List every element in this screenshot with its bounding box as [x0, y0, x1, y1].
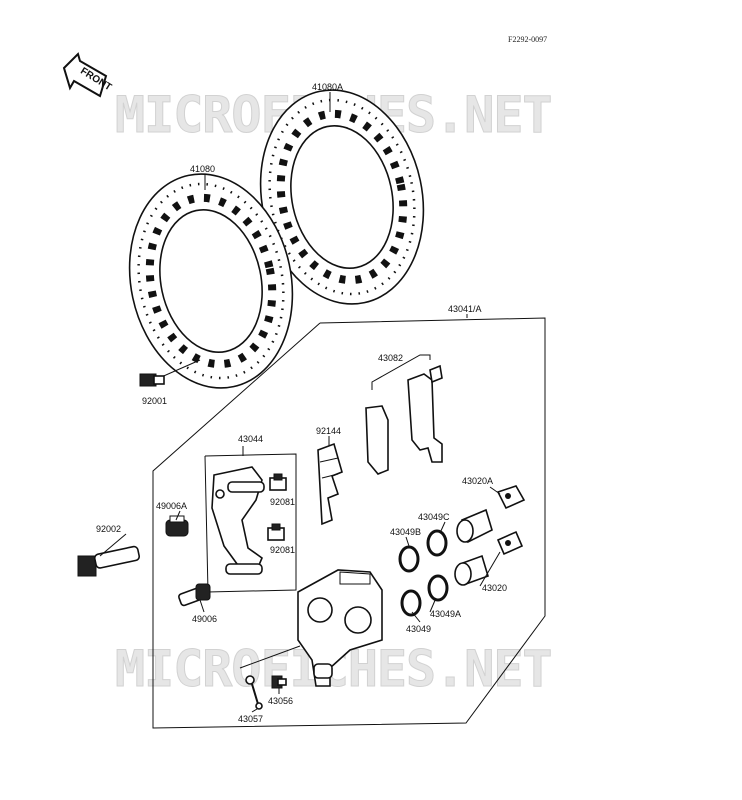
brake-pads-43082 — [365, 354, 443, 475]
label-43056: 43056 — [268, 696, 293, 706]
label-49006: 49006 — [192, 614, 217, 624]
label-92144: 92144 — [316, 426, 341, 436]
piston-seal-43049 — [400, 589, 422, 617]
front-arrow-icon: FRONT — [62, 52, 113, 98]
caliper-assembly-outline — [152, 317, 546, 729]
label-43049a: 43049A — [430, 609, 461, 619]
label-43020: 43020 — [482, 583, 507, 593]
caliper-body — [297, 569, 383, 687]
label-43044: 43044 — [238, 434, 263, 444]
piston-seal-43049b — [398, 545, 420, 573]
label-43057: 43057 — [238, 714, 263, 724]
bleeder-cap-43057 — [245, 675, 263, 710]
label-43020a: 43020A — [462, 476, 493, 486]
piston-43020 — [454, 530, 524, 586]
pad-clip-92081-top — [269, 473, 287, 491]
label-43049c: 43049C — [418, 512, 450, 522]
brake-disc-41080a — [259, 89, 425, 305]
caliper-bracket-43044 — [204, 453, 297, 593]
label-41080: 41080 — [190, 164, 215, 174]
label-41080a: 41080A — [312, 82, 343, 92]
disc-bolt-92001 — [139, 359, 201, 387]
bleeder-valve-43056 — [271, 675, 287, 689]
brake-disc-41080 — [128, 173, 294, 389]
caliper-bolt-92002 — [77, 545, 141, 577]
label-43049: 43049 — [406, 624, 431, 634]
pad-clip-92081-bottom — [267, 523, 285, 541]
pad-spring-92144 — [317, 442, 343, 526]
label-92001: 92001 — [142, 396, 167, 406]
label-92002: 92002 — [96, 524, 121, 534]
dust-boot-49006a — [165, 515, 189, 537]
dust-seal-43049a — [427, 574, 449, 602]
label-43041a: 43041/A — [448, 304, 482, 314]
label-43082: 43082 — [378, 353, 403, 363]
diagram-code: F2292-0097 — [508, 35, 547, 44]
slide-pin-49006 — [178, 583, 211, 607]
piston-43020a — [456, 485, 526, 544]
leader-lines — [99, 92, 501, 713]
label-43049b: 43049B — [390, 527, 421, 537]
label-92081-top: 92081 — [270, 497, 295, 507]
dust-seal-43049c — [426, 529, 448, 557]
label-49006a: 49006A — [156, 501, 187, 511]
label-92081-bottom: 92081 — [270, 545, 295, 555]
